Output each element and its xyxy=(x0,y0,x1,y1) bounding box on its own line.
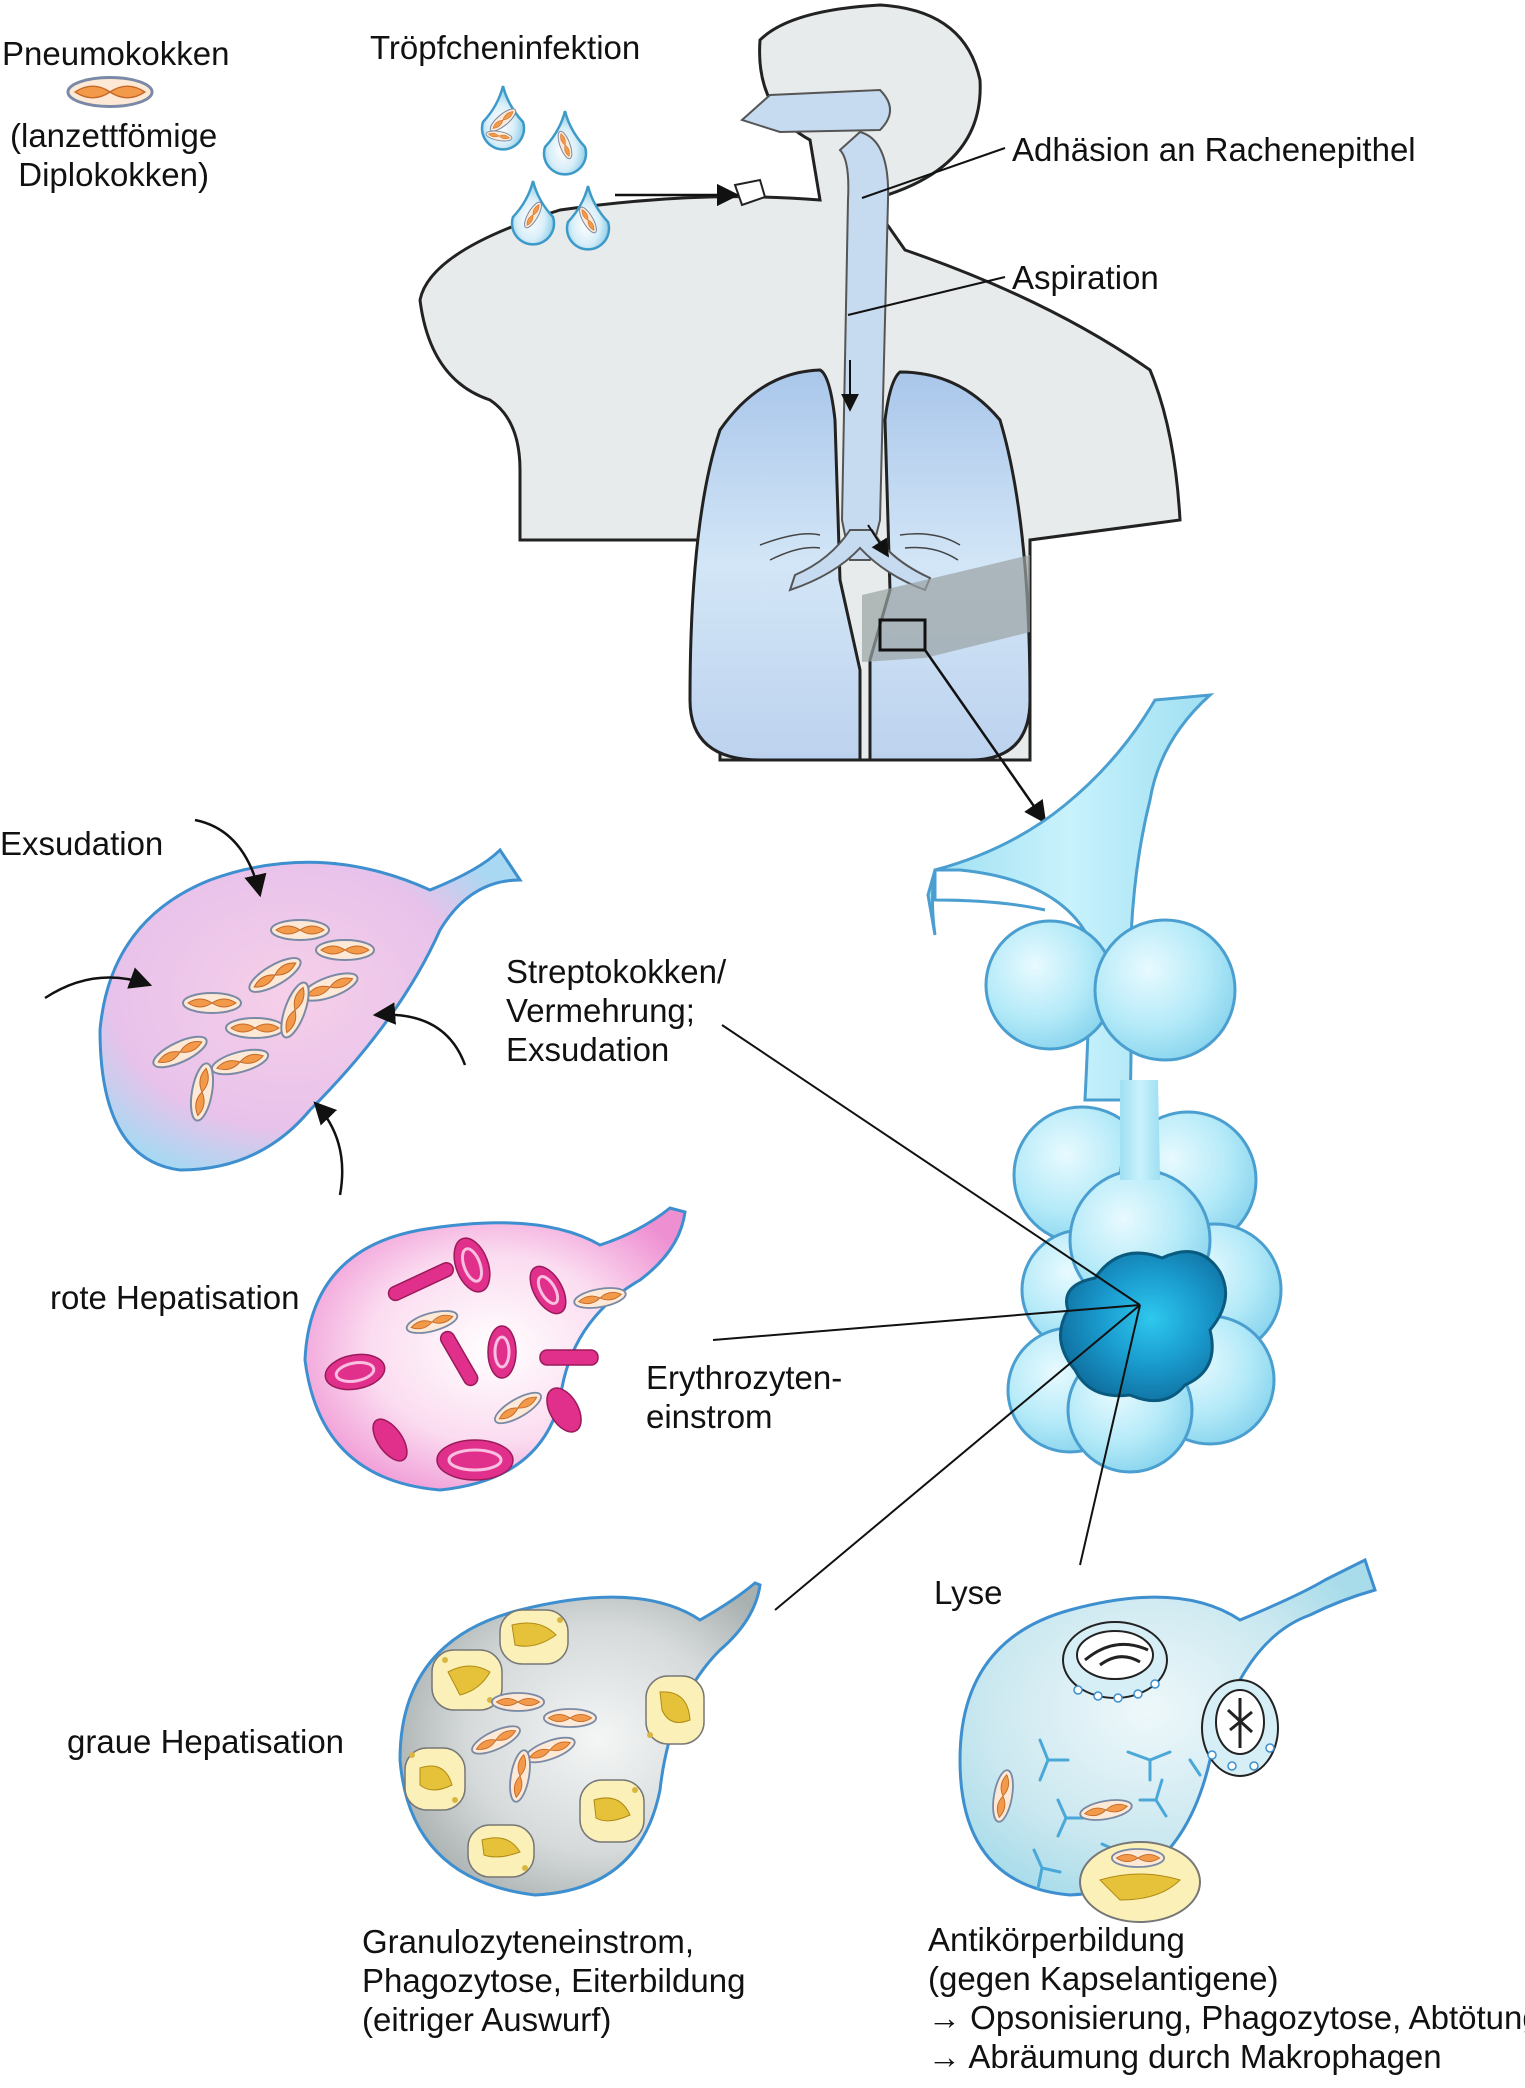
pneumokokken-sub-line-1: (lanzettfömige xyxy=(10,117,218,154)
connector-lines xyxy=(712,1024,1141,1611)
label-erythrozyten: Erythrozyten- einstrom xyxy=(646,1358,842,1436)
zoom-box xyxy=(878,618,927,652)
antikoerper-line-2: (gegen Kapselantigene) xyxy=(928,1960,1279,1997)
label-lyse: Lyse xyxy=(934,1573,1002,1612)
exsudation-alveolus xyxy=(44,818,523,1196)
rote-hepatisation-text: rote Hepatisation xyxy=(50,1279,300,1316)
diplococcus-icon xyxy=(66,76,154,108)
label-streptokokken: Streptokokken/ Vermehrung; Exsudation xyxy=(506,952,726,1069)
label-rote-hepatisation: rote Hepatisation xyxy=(50,1278,299,1317)
trachea xyxy=(838,130,890,561)
red-hepatisation-alveolus xyxy=(303,1206,687,1492)
right-lung xyxy=(688,368,862,762)
antikoerper-line-4: → Abräumung durch Makrophagen xyxy=(928,2038,1442,2075)
nasal-cavity xyxy=(740,88,891,134)
graue-hepatisation-text: graue Hepatisation xyxy=(67,1723,345,1760)
granulozyten-line-3: (eitriger Auswurf) xyxy=(362,2001,612,2038)
troepfcheninfektion-text: Tröpfcheninfektion xyxy=(370,29,641,66)
grey-hepatisation-alveolus xyxy=(398,1581,762,1897)
adhaesion-text: Adhäsion an Rachenepithel xyxy=(1012,131,1416,168)
antikoerper-line-1: Antikörperbildung xyxy=(928,1921,1185,1958)
streptokokken-line-2: Vermehrung; xyxy=(506,992,695,1029)
label-pneumokokken: Pneumokokken xyxy=(2,34,229,73)
granulozyten-line-2: Phagozytose, Eiterbildung xyxy=(362,1962,746,1999)
infected-lung-band xyxy=(862,555,1030,662)
lyse-text: Lyse xyxy=(934,1574,1003,1611)
diseased-alveolus xyxy=(1058,1250,1228,1403)
erythrozyten-line-1: Erythrozyten- xyxy=(646,1359,843,1396)
aspiration-text: Aspiration xyxy=(1012,259,1159,296)
label-adhaesion: Adhäsion an Rachenepithel xyxy=(1012,130,1416,169)
bronchi xyxy=(788,529,932,592)
pneumokokken-title: Pneumokokken xyxy=(2,35,230,72)
label-aspiration: Aspiration xyxy=(1012,258,1159,297)
human-torso xyxy=(418,3,1182,762)
lysis-alveolus xyxy=(958,1557,1377,1923)
left-lung xyxy=(868,370,1032,762)
streptokokken-line-1: Streptokokken/ xyxy=(506,953,727,990)
label-pneumokokken-sub: (lanzettfömige Diplokokken) xyxy=(10,116,217,194)
label-troepfcheninfektion: Tröpfcheninfektion xyxy=(370,28,640,67)
droplets xyxy=(480,84,611,251)
alveolar-cluster xyxy=(926,693,1283,1474)
granulozyten-line-1: Granulozyteneinstrom, xyxy=(362,1923,694,1960)
antikoerper-line-3: → Opsonisierung, Phagozytose, Abtötung xyxy=(928,1999,1525,2036)
mouth xyxy=(733,178,767,207)
label-granulozyten: Granulozyteneinstrom, Phagozytose, Eiter… xyxy=(362,1922,745,2039)
label-antikoerper: Antikörperbildung (gegen Kapselantigene)… xyxy=(928,1920,1525,2076)
label-exsudation: Exsudation xyxy=(0,824,163,863)
erythrozyten-line-2: einstrom xyxy=(646,1398,773,1435)
exsudation-text: Exsudation xyxy=(0,825,164,862)
streptokokken-line-3: Exsudation xyxy=(506,1031,670,1068)
label-graue-hepatisation: graue Hepatisation xyxy=(67,1722,344,1761)
pneumokokken-sub-line-2: Diplokokken) xyxy=(18,156,209,193)
